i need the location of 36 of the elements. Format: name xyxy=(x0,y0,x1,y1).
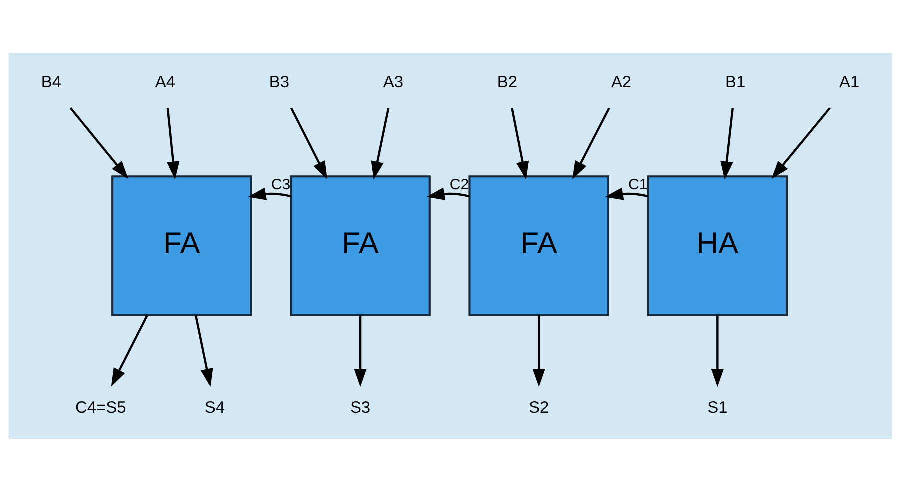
arrow xyxy=(720,108,734,180)
node-box: HA xyxy=(647,176,788,316)
arrow xyxy=(290,108,328,180)
arrow xyxy=(572,108,610,180)
arrow xyxy=(248,188,292,200)
arrow xyxy=(605,188,648,200)
node-text: A2 xyxy=(611,73,632,92)
node-text: S2 xyxy=(529,399,550,418)
node-text: A3 xyxy=(383,73,404,92)
arrow xyxy=(111,315,148,387)
arrow xyxy=(772,108,831,180)
arrow xyxy=(511,108,530,180)
node-text: S4 xyxy=(204,399,225,418)
node-box: FA xyxy=(468,176,610,316)
arrow xyxy=(711,316,724,388)
node-text: B2 xyxy=(497,73,518,92)
node-text: B1 xyxy=(725,73,746,92)
node-text: A1 xyxy=(839,73,860,92)
edge-label: C1 xyxy=(628,176,648,194)
node-text: S3 xyxy=(350,399,371,418)
edge-label: C2 xyxy=(450,176,470,194)
node-text: C4=S5 xyxy=(75,399,126,418)
node-text: S1 xyxy=(708,399,728,418)
node-box: FA xyxy=(290,176,431,316)
node-text: A4 xyxy=(155,73,176,92)
arrow xyxy=(166,108,180,180)
arrow xyxy=(532,316,546,388)
node-box: FA xyxy=(112,176,252,316)
arrow xyxy=(354,316,367,388)
arrow xyxy=(426,188,470,200)
arrow xyxy=(371,108,390,180)
edge-label: C3 xyxy=(271,176,291,194)
node-text: B4 xyxy=(41,73,62,92)
arrow xyxy=(194,315,214,388)
arrow xyxy=(70,108,129,180)
node-text: B3 xyxy=(269,73,290,92)
